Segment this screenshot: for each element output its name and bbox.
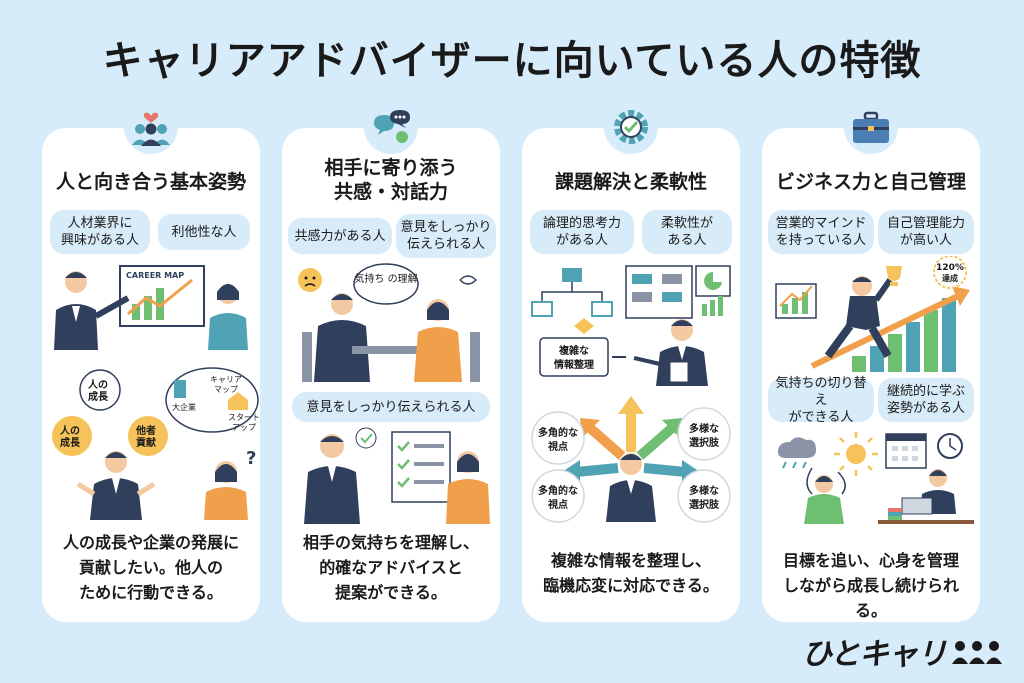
trait-pill: 営業的マインド を持っている人 <box>768 210 874 254</box>
svg-text:成長: 成長 <box>60 436 81 449</box>
card-description: 人の成長や企業の発展に 貢献したい。他人の ために行動できる。 <box>62 533 239 602</box>
career-map-illustration: CAREER MAP <box>54 265 248 350</box>
contribution-label: 他者 <box>135 424 156 437</box>
trait-pill: 人材業界に 興味がある人 <box>50 210 150 254</box>
card-business-self-management: ビジネス力と自己管理 営業的マインド を持っている人 自己管理能力 が高い人 1… <box>762 100 980 622</box>
self-management-illustration <box>778 432 974 524</box>
big-company-label: 大企業 <box>172 402 196 412</box>
growth-label-2: 人の <box>60 424 80 437</box>
card-empathy-dialogue: 相手に寄り添う 共感・対話力 共感力がある人 意見をしっかり 伝えられる人 気持… <box>282 100 500 622</box>
startup-label: スタート <box>228 413 260 422</box>
chat-bubbles-icon <box>364 100 418 154</box>
svg-text:マップ: マップ <box>214 385 238 394</box>
briefcase-icon <box>844 100 898 154</box>
card-description: 複雑な情報を整理し、 臨機応変に対応できる。 <box>543 551 719 595</box>
card-basic-attitude: 人と向き合う基本姿勢 人材業界に 興味がある人 利他性な人 CAREER MAP… <box>42 100 260 622</box>
info-organizing-illustration: 複雑な 情報整理 <box>531 265 731 386</box>
perspective-label: 多角的な <box>538 426 578 439</box>
trait-pill: 意見をしっかり伝えられる人 <box>292 392 490 422</box>
logo-people-icon <box>952 641 1002 664</box>
achievement-illustration: 120% 達成 <box>775 256 970 372</box>
perspective-label-2: 多角的な <box>538 484 578 497</box>
logo-text: ひとキャリ <box>801 637 947 672</box>
brand-logo: ひとキャリ <box>802 629 1004 673</box>
trait-pill: 意見をしっかり 伝えられる人 <box>396 214 496 258</box>
growth-label: 人の <box>88 378 108 391</box>
svg-text:視点: 視点 <box>547 440 568 453</box>
trait-pill: 自己管理能力 が高い人 <box>878 210 974 254</box>
info-organize-label: 複雑な <box>558 344 589 357</box>
trait-pill: 利他性な人 <box>158 214 250 250</box>
svg-text:アップ: アップ <box>232 423 256 432</box>
svg-text:達成: 達成 <box>942 273 958 283</box>
svg-text:選択肢: 選択肢 <box>689 436 720 449</box>
gear-check-icon <box>604 100 658 154</box>
multi-perspective-illustration: 多角的な 視点 多様な 選択肢 多角的な 視点 多様な 選択肢 <box>531 396 731 523</box>
empathy-conversation-illustration: 気持ち の理解 <box>298 263 480 382</box>
trait-pill: 気持ちの切り替え ができる人 <box>768 376 874 425</box>
trait-pill: 共感力がある人 <box>288 218 392 254</box>
options-label-2: 多様な <box>689 484 719 497</box>
card-title: 課題解決と柔軟性 <box>554 171 707 193</box>
card-title: 相手に寄り添う 共感・対話力 <box>324 157 458 203</box>
career-map-label: CAREER MAP <box>126 271 184 280</box>
svg-text:選択肢: 選択肢 <box>689 498 720 511</box>
people-heart-icon <box>124 100 178 154</box>
trait-pill: 論理的思考力 がある人 <box>530 210 634 254</box>
card-title: ビジネス力と自己管理 <box>775 171 966 193</box>
page-title: キャリアアドバイザーに向いている人の特徴 <box>102 38 922 84</box>
card-title: 人と向き合う基本姿勢 <box>55 171 246 193</box>
svg-text:成長: 成長 <box>88 390 109 403</box>
card-description: 相手の気持ちを理解し、 的確なアドバイスと 提案ができる。 <box>302 533 479 602</box>
career-map-thought: キャリア <box>210 375 242 384</box>
card-description: 目標を追い、心身を管理 しながら成長し続けられる。 <box>782 551 959 620</box>
understanding-label: 気持ち の理解 <box>354 272 417 285</box>
presentation-illustration <box>304 427 490 524</box>
svg-text:情報整理: 情報整理 <box>554 358 594 371</box>
question-mark: ? <box>246 448 256 469</box>
svg-text:貢献: 貢献 <box>136 436 156 449</box>
trait-pill: 継続的に学ぶ 姿勢がある人 <box>878 378 974 422</box>
card-problem-solving: 課題解決と柔軟性 論理的思考力 がある人 柔軟性が ある人 複雑な 情報整理 多… <box>522 100 740 622</box>
growth-thinking-illustration: 人の 成長 人の 成長 他者 貢献 キャリア マップ 大企業 スタート アップ … <box>52 367 260 520</box>
svg-text:視点: 視点 <box>547 498 568 511</box>
achievement-label: 120% <box>936 263 964 273</box>
trait-pill: 柔軟性が ある人 <box>642 210 732 254</box>
options-label: 多様な <box>689 422 719 435</box>
